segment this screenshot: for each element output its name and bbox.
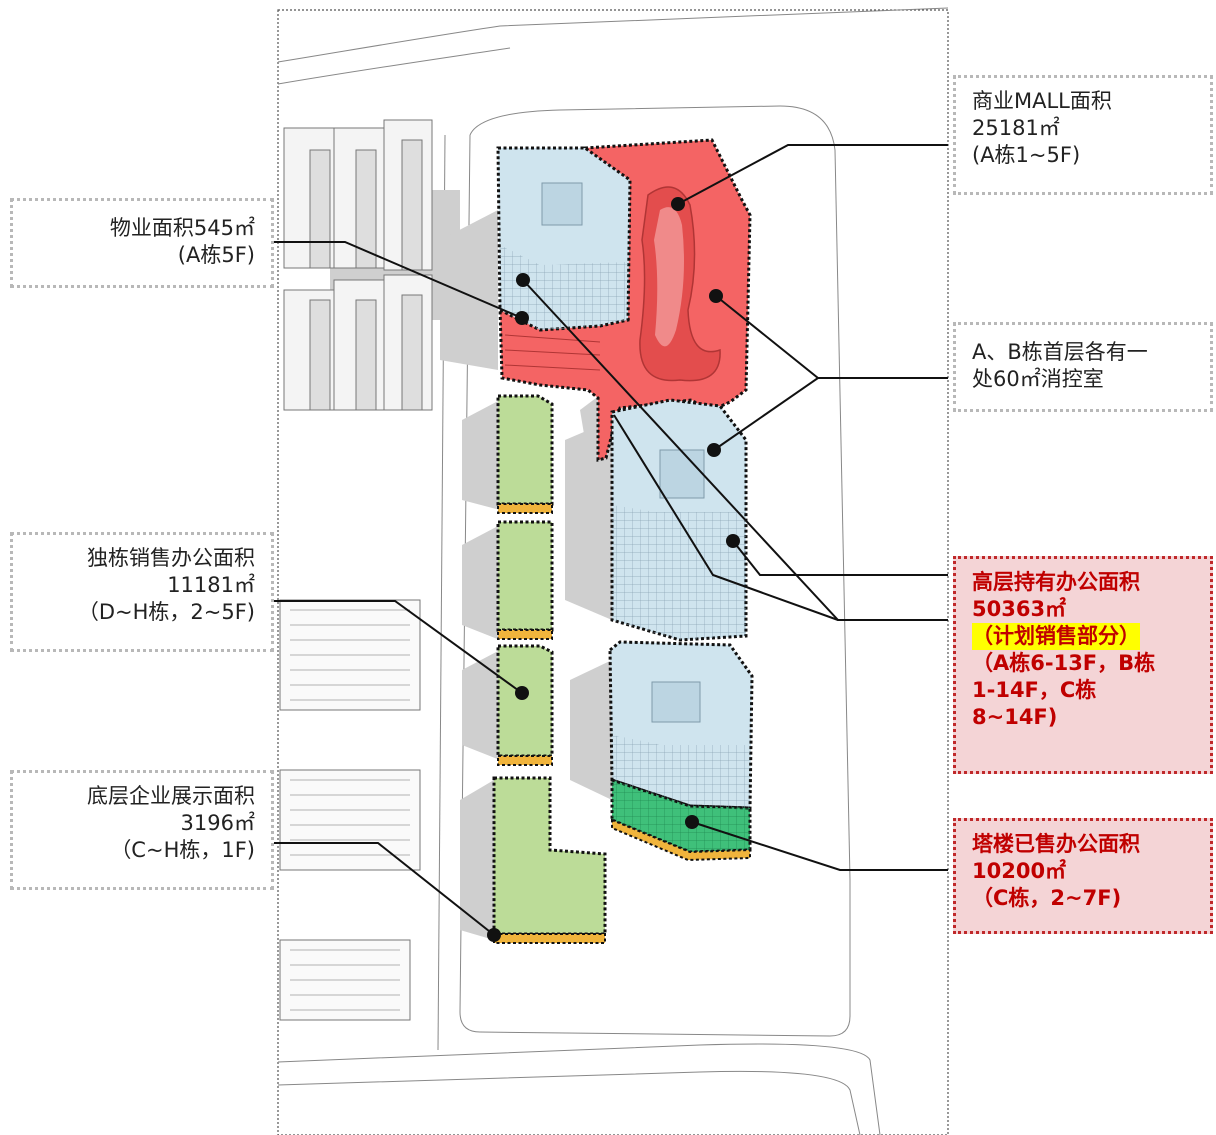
mall-title: 商业MALL面积	[972, 89, 1112, 113]
tower-sold-scope: （C栋，2~7F)	[972, 886, 1122, 910]
held-office-scope-1: （A栋6-13F，B栋	[972, 651, 1156, 675]
showroom-scope: （C~H栋，1F)	[110, 838, 255, 862]
held-office-area: 50363㎡	[972, 597, 1067, 621]
single-sale-scope: （D~H栋，2~5F)	[77, 600, 255, 624]
held-office-plan-sale: （计划销售部分）	[972, 623, 1140, 650]
fire-control-line2: 处60㎡消控室	[972, 367, 1104, 391]
label-tower-sold-office: 塔楼已售办公面积 10200㎡ （C栋，2~7F)	[953, 818, 1213, 934]
mall-area: 25181㎡	[972, 116, 1060, 140]
tower-sold-area: 10200㎡	[972, 859, 1067, 883]
building-c-sold-floors	[610, 777, 752, 862]
building-c-office	[608, 640, 754, 810]
label-single-sale-office: 独栋销售办公面积 11181㎡ （D~H栋，2~5F)	[10, 532, 274, 652]
property-scope: (A栋5F)	[177, 243, 255, 267]
building-f	[496, 644, 554, 766]
held-office-title: 高层持有办公面积	[972, 570, 1140, 594]
fire-control-line1: A、B栋首层各有一	[972, 340, 1148, 364]
label-showroom-area: 底层企业展示面积 3196㎡ （C~H栋，1F)	[10, 770, 274, 890]
building-shadows	[440, 210, 612, 940]
showroom-area: 3196㎡	[180, 811, 255, 835]
label-mall-area: 商业MALL面积 25181㎡ (A栋1~5F)	[953, 75, 1213, 195]
label-fire-control: A、B栋首层各有一 处60㎡消控室	[953, 322, 1213, 412]
mall-scope: (A栋1~5F)	[972, 143, 1081, 167]
leader-dots	[487, 197, 740, 942]
label-held-office: 高层持有办公面积 50363㎡ （计划销售部分） （A栋6-13F，B栋 1-1…	[953, 556, 1213, 774]
single-sale-title: 独栋销售办公面积	[87, 546, 255, 570]
building-e	[496, 520, 554, 640]
single-sale-area: 11181㎡	[167, 573, 255, 597]
site-frame	[277, 9, 949, 1135]
label-property-area: 物业面积545㎡ (A栋5F)	[10, 198, 274, 288]
held-office-scope-2: 1-14F，C栋	[972, 678, 1097, 702]
showroom-title: 底层企业展示面积	[87, 784, 255, 808]
leader-lines	[272, 144, 948, 936]
building-d	[496, 394, 554, 514]
neighbor-facade-lines	[290, 609, 410, 1011]
tower-sold-title: 塔楼已售办公面积	[972, 832, 1140, 856]
property-title: 物业面积545㎡	[109, 216, 255, 240]
road-lines	[277, 7, 949, 1135]
held-office-scope-3: 8~14F)	[972, 705, 1058, 729]
building-a-office	[496, 146, 632, 332]
building-gh	[492, 776, 607, 944]
neighbor-buildings	[279, 119, 460, 1021]
